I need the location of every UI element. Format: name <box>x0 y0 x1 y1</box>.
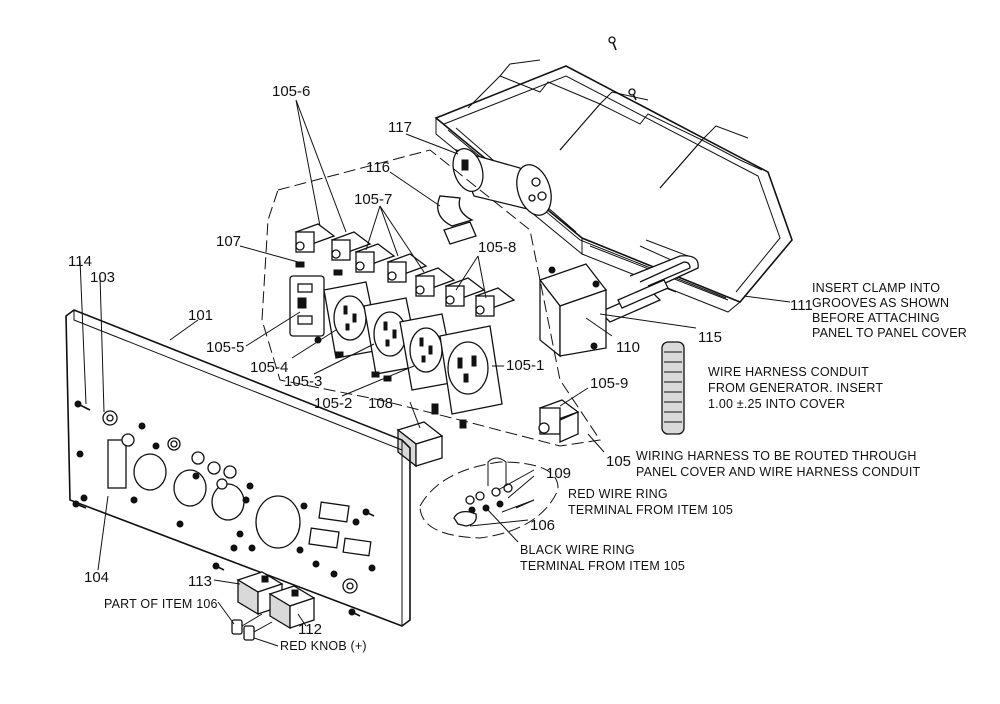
label-105-5: 105-5 <box>206 339 244 356</box>
terminal-group-outline <box>419 461 559 539</box>
note-clamp-line3: BEFORE ATTACHING <box>812 311 940 325</box>
clamp-115 <box>598 255 699 323</box>
note-clamp-line4: PANEL TO PANEL COVER <box>812 326 967 340</box>
label-115: 115 <box>698 329 722 346</box>
note-routing-line2: PANEL COVER AND WIRE HARNESS CONDUIT <box>636 465 920 479</box>
label-105: 105 <box>606 453 631 470</box>
label-105-2: 105-2 <box>314 395 352 412</box>
note-conduit-line1: WIRE HARNESS CONDUIT <box>708 365 869 379</box>
note-clamp-line1: INSERT CLAMP INTO <box>812 281 940 295</box>
note-red-wire-line1: RED WIRE RING <box>568 487 668 501</box>
label-105-4: 105-4 <box>250 359 288 376</box>
breaker-105-8 <box>444 277 516 317</box>
note-part-of-item: PART OF ITEM 106 <box>104 597 218 611</box>
label-114: 114 <box>68 253 92 270</box>
label-116: 116 <box>366 159 390 176</box>
terminal-106-109 <box>453 457 513 527</box>
outlet-105-1 <box>439 325 503 415</box>
hour-meter-108 <box>396 403 467 468</box>
label-106: 106 <box>530 517 555 534</box>
part-labels: 105-6 117 116 105-7 107 105-8 114 103 11… <box>68 83 813 638</box>
leader-lines <box>79 99 791 647</box>
label-110: 110 <box>616 339 640 356</box>
note-red-wire-line2: TERMINAL FROM ITEM 105 <box>568 503 733 517</box>
assembly-105-outline <box>261 149 601 447</box>
breaker-105-9 <box>538 399 580 444</box>
gfci-105-5 <box>289 275 325 344</box>
binding-posts <box>231 613 273 641</box>
label-112: 112 <box>298 621 322 638</box>
front-panel-101 <box>65 309 411 627</box>
notes: INSERT CLAMP INTO GROOVES AS SHOWN BEFOR… <box>104 281 967 653</box>
label-117: 117 <box>388 119 412 136</box>
breaker-105-6 <box>294 223 372 261</box>
label-107: 107 <box>216 233 241 250</box>
label-103: 103 <box>90 269 115 286</box>
clamp-116 <box>437 195 477 245</box>
label-105-9: 105-9 <box>590 375 628 392</box>
label-111: 111 <box>790 297 813 314</box>
note-conduit-line2: FROM GENERATOR. INSERT <box>708 381 883 395</box>
note-black-wire-line1: BLACK WIRE RING <box>520 543 635 557</box>
label-105-8: 105-8 <box>478 239 516 256</box>
breaker-105-7 <box>354 243 456 297</box>
capacitor-117 <box>452 147 552 216</box>
label-104: 104 <box>84 569 109 586</box>
label-105-1: 105-1 <box>506 357 544 374</box>
note-red-knob: RED KNOB (+) <box>280 639 367 653</box>
label-101: 101 <box>188 307 213 324</box>
switch-112-113 <box>236 571 316 630</box>
note-routing-line1: WIRING HARNESS TO BE ROUTED THROUGH <box>636 449 917 463</box>
wire-harness-conduit <box>661 341 685 435</box>
label-109: 109 <box>546 465 571 482</box>
note-clamp-line2: GROOVES AS SHOWN <box>812 296 949 310</box>
label-108: 108 <box>368 395 393 412</box>
label-105-7: 105-7 <box>354 191 392 208</box>
outlet-105-4 <box>323 281 381 359</box>
label-105-6: 105-6 <box>272 83 310 100</box>
label-105-3: 105-3 <box>284 373 322 390</box>
note-conduit-line3: 1.00 ±.25 INTO COVER <box>708 397 845 411</box>
note-black-wire-line2: TERMINAL FROM ITEM 105 <box>520 559 685 573</box>
clip-107 <box>295 261 343 276</box>
label-113: 113 <box>188 573 212 590</box>
bracket-110 <box>538 263 608 358</box>
